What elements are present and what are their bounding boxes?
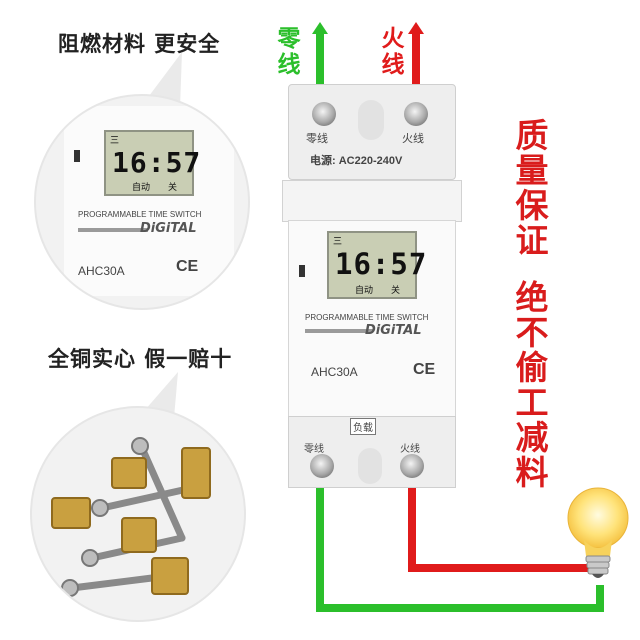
live-wire-bottom xyxy=(408,480,590,572)
top-left-caption: 阻燃材料 更安全 xyxy=(58,32,221,56)
device-title: PROGRAMMABLE TIME SWITCH xyxy=(305,313,429,322)
brand-logo: DiGiTAL xyxy=(365,323,422,338)
load-label: 负载 xyxy=(350,418,376,435)
zoom-brand-bar xyxy=(78,228,148,232)
zoom-lcd-status-auto: 自动 xyxy=(132,183,151,193)
bottom-live-label: 火线 xyxy=(400,444,420,455)
lcd-time: 16:57 xyxy=(335,247,428,281)
device-shoulder xyxy=(282,180,462,222)
bottom-notch xyxy=(358,448,382,484)
lcd-display: 三 16:57 自动 关 xyxy=(327,231,426,299)
indicator-led xyxy=(299,265,305,277)
side-text-group: 质 量 保 证 绝 不 偷 工 减 料 xyxy=(512,118,552,490)
time-switch-device: 零线 火线 电源: AC220-240V 三 16:57 自动 关 PROGRA… xyxy=(282,84,462,488)
neutral-terminal-screw xyxy=(312,102,336,126)
side-char-8: 工 xyxy=(515,383,549,422)
zoom-lcd-display: 三 16:57 自动 关 xyxy=(104,130,200,196)
terminal-live-label: 火线 xyxy=(402,133,424,145)
zoom-device-face: 三 16:57 自动 关 PROGRAMMABLE TIME SWITCH Di… xyxy=(64,106,234,296)
neutral-wire-label: 零线 xyxy=(277,26,301,78)
live-wire-label: 火线 xyxy=(381,26,405,78)
voltage-label: 电源: AC220-240V xyxy=(310,155,403,167)
side-char-2: 量 xyxy=(515,151,549,190)
zoom-device-title: PROGRAMMABLE TIME SWITCH xyxy=(78,210,202,219)
brass-terminals-illustration xyxy=(51,437,211,597)
zoom-lcd-time: 16:57 xyxy=(112,146,202,179)
zoom-lcd-day: 三 xyxy=(110,136,120,146)
live-wire-tip xyxy=(408,22,424,34)
side-char-7: 偷 xyxy=(515,348,549,387)
bottom-neutral-label: 零线 xyxy=(304,444,324,455)
ce-mark: CE xyxy=(413,361,436,378)
neutral-wire-bottom xyxy=(316,480,604,612)
bottom-live-screw xyxy=(400,454,424,478)
side-char-1: 质 xyxy=(515,116,549,155)
zoom-ce-mark: CE xyxy=(176,258,199,275)
zoom-brand-logo: DiGiTAL xyxy=(140,221,197,236)
side-char-4: 证 xyxy=(515,221,549,260)
zoom-lcd-status-off: 关 xyxy=(168,183,178,193)
lcd-day: 三 xyxy=(333,237,343,247)
side-char-10: 料 xyxy=(515,453,549,492)
bottom-neutral-screw xyxy=(310,454,334,478)
side-char-9: 减 xyxy=(515,418,549,457)
device-front-panel: 三 16:57 自动 关 PROGRAMMABLE TIME SWITCH Di… xyxy=(288,220,456,418)
neutral-wire-top xyxy=(316,28,324,88)
zoom-bubble-terminals xyxy=(30,406,246,622)
neutral-wire-tip xyxy=(312,22,328,34)
mid-left-caption: 全铜实心 假一赔十 xyxy=(48,347,233,371)
live-wire-top xyxy=(412,28,420,88)
top-notch xyxy=(358,100,384,140)
side-char-6: 不 xyxy=(515,313,549,352)
zoom-bubble-device: 三 16:57 自动 关 PROGRAMMABLE TIME SWITCH Di… xyxy=(34,94,250,310)
lcd-status-auto: 自动 xyxy=(355,286,374,296)
lcd-status-off: 关 xyxy=(391,286,401,296)
brand-bar xyxy=(305,329,373,333)
model-label: AHC30A xyxy=(311,365,358,379)
zoom-model-label: AHC30A xyxy=(78,264,125,278)
side-char-3: 保 xyxy=(515,186,549,225)
terminal-neutral-label: 零线 xyxy=(306,133,328,145)
light-bulb-icon xyxy=(567,487,629,578)
zoom-indicator-led xyxy=(74,150,80,162)
side-char-5: 绝 xyxy=(515,278,549,317)
live-terminal-screw xyxy=(404,102,428,126)
